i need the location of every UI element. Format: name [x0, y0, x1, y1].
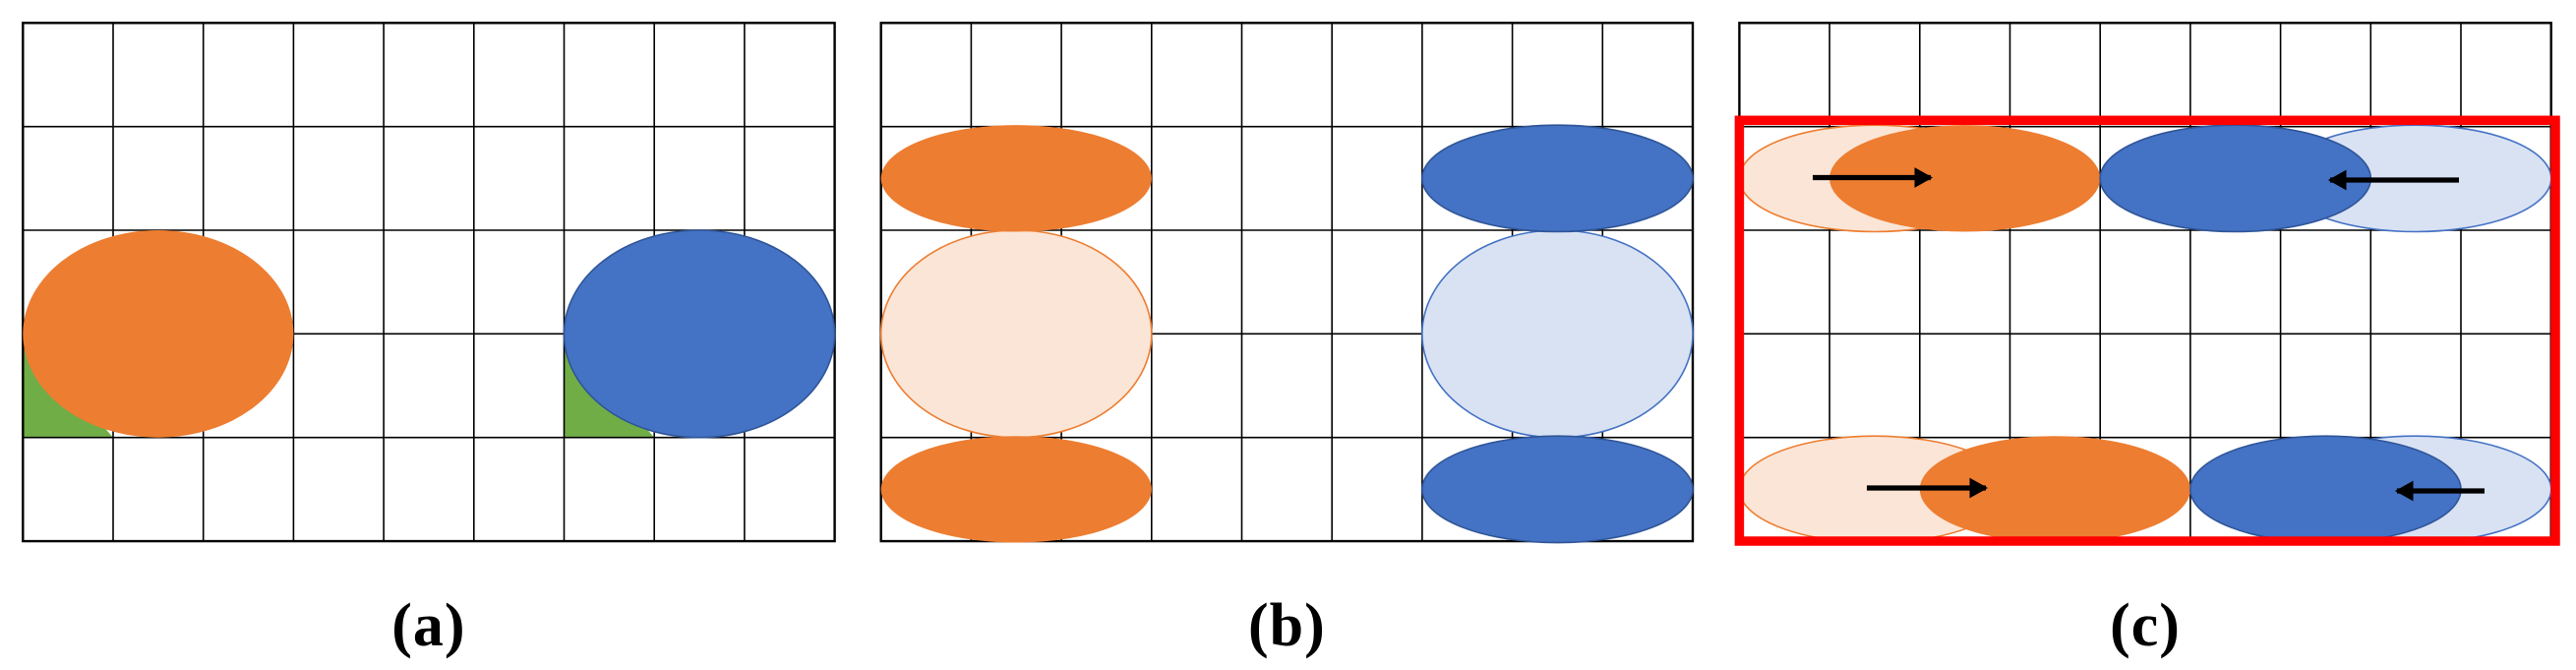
- panel-a-orange-ellipse: [23, 230, 294, 438]
- panel-c-highlight-box: [1734, 115, 2560, 546]
- panel-c-orange-ellipse-top: [1829, 125, 2101, 232]
- panel-b-label: (b): [1247, 591, 1326, 659]
- panel-b-orange-ellipse-top: [880, 125, 1152, 232]
- panel-a-blue-ellipse: [563, 229, 836, 439]
- panel-c-label: (c): [2110, 591, 2181, 659]
- panel-b-light-orange-ellipse-middle: [879, 229, 1153, 439]
- panel-b-blue-ellipse-top: [1421, 124, 1694, 233]
- panel-a-label: (a): [391, 591, 466, 659]
- panel-b-orange-ellipse-bottom: [880, 436, 1152, 543]
- panel-b-grid-border: [879, 22, 1695, 543]
- panel-c-orange-ellipse-bottom: [1919, 436, 2190, 543]
- panel-a-grid-border: [22, 22, 836, 543]
- panel-b-blue-ellipse-bottom: [1421, 435, 1694, 544]
- panel-b-light-blue-ellipse-middle: [1421, 229, 1694, 439]
